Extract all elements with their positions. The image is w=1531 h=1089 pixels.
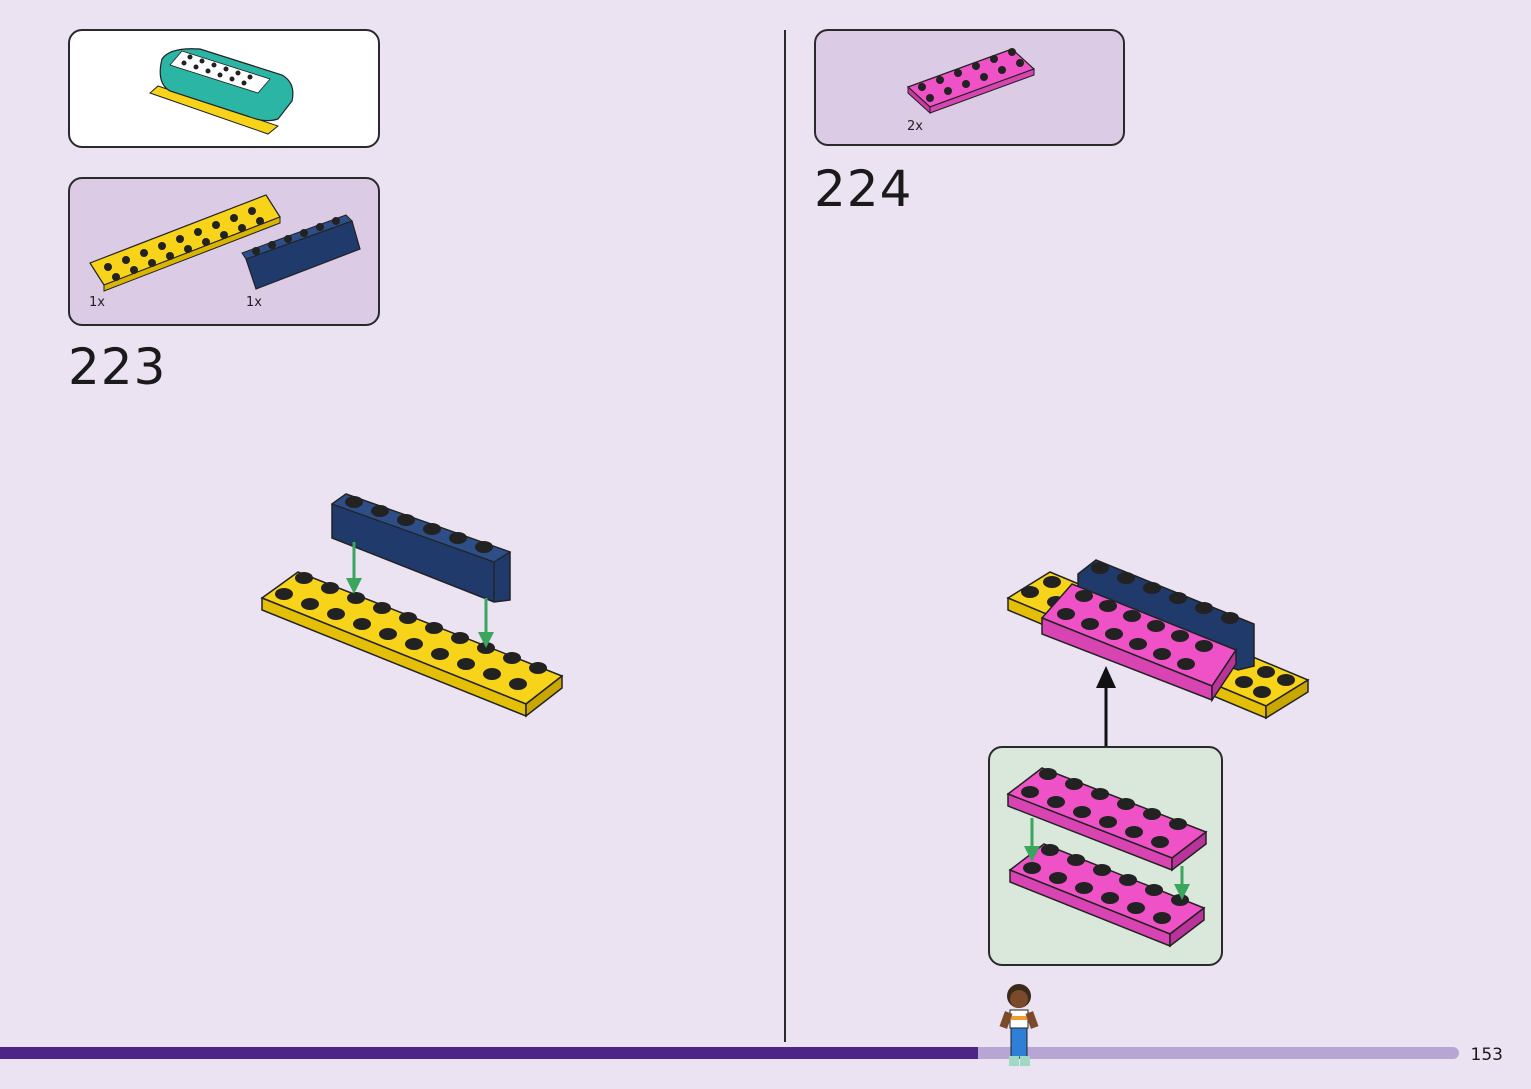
sub-build-callout-box: [988, 746, 1223, 966]
progress-fill: [0, 1047, 978, 1059]
minifigure-icon: [999, 984, 1039, 1066]
black-up-arrow: [1096, 666, 1116, 748]
page-divider: [784, 30, 786, 1042]
yellow-plate-qty: 1x: [89, 295, 105, 310]
pink-plate-image: [906, 48, 1036, 115]
step-224-illustration: [1006, 559, 1310, 720]
teal-subassembly-image: [149, 48, 294, 135]
parts-list-box-224: 2x: [814, 29, 1125, 146]
page-number: 153: [1470, 1045, 1503, 1065]
subassembly-preview-box: [68, 29, 380, 148]
navy-brick-qty: 1x: [246, 295, 262, 310]
step-223-illustration: [260, 493, 564, 718]
pink-plate-qty: 2x: [907, 119, 923, 134]
step-number-223: 223: [68, 338, 167, 396]
step-number-224: 224: [814, 160, 913, 218]
navy-brick-image: [241, 214, 361, 290]
sub-build-illustration: [1006, 767, 1208, 948]
yellow-plate-image: [89, 194, 281, 292]
parts-list-box-223: 1x 1x: [68, 177, 380, 326]
